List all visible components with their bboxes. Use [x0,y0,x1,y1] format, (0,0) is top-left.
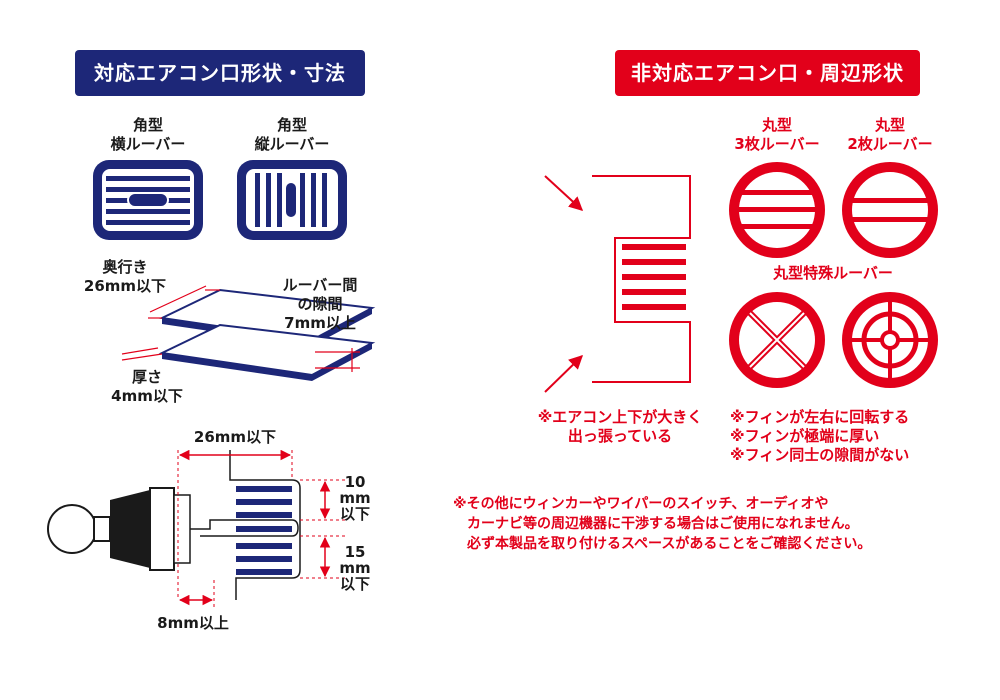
supported-shapes-header: 対応エアコン口形状・寸法 [75,50,365,96]
bottom-limit-label-2: mm [339,559,371,577]
side-limit-label: 8mm以上 [157,614,229,632]
round-2-label-2: 2枚ルーバー [847,135,933,153]
clip-side-view-illustration [47,449,345,610]
rect-vertical-label: 角型 縦ルーバー [242,116,342,154]
depth-label-1: 奥行き [102,258,148,276]
gap-label-3: 7mm以上 [284,314,356,332]
bottom-limit-label: 15 mm 以下 [332,544,378,592]
protrude-note-1: ※エアコン上下が大きく [537,408,703,426]
gap-label-2: の隙間 [297,295,343,313]
rect-horizontal-label-2: 横ルーバー [110,135,186,153]
protrude-note-2: 出っ張っている [567,427,673,445]
unsupported-shapes-header: 非対応エアコン口・周辺形状 [615,50,920,96]
rect-vertical-label-2: 縦ルーバー [254,135,330,153]
rect-horizontal-label-1: 角型 [132,116,163,134]
gap-label-1: ルーバー間 [282,276,358,294]
rect-vertical-louver-icon [237,160,347,240]
footer-note-1: ※その他にウィンカーやワイパーのスイッチ、オーディオや [453,496,829,512]
fins-note: ※フィンが左右に回転する ※フィンが極端に厚い ※フィン同士の隙間がない [730,408,960,465]
round-2-louver-icon [842,162,938,258]
rect-horizontal-louver-icon [93,160,203,240]
round-x-louver-icon [729,292,825,388]
bottom-limit-label-3: 以下 [339,575,370,593]
footer-note-3: 必ず本製品を取り付けるスペースがあることをご確認ください。 [467,536,872,552]
louver-plates-illustration [121,285,376,381]
top-limit-label-1: 10 [344,473,366,491]
top-limit-label-2: mm [339,489,371,507]
clip-depth-label: 26mm以下 [193,428,277,446]
fins-note-3: ※フィン同士の隙間がない [730,446,910,464]
fins-note-2: ※フィンが極端に厚い [730,427,880,445]
depth-label: 奥行き 26mm以下 [70,258,180,296]
top-limit-label-3: 以下 [339,505,370,523]
round-2-label: 丸型 2枚ルーバー [835,116,945,154]
depth-label-2: 26mm以下 [83,277,167,295]
rect-vertical-label-1: 角型 [276,116,307,134]
footer-note-2: カーナビ等の周辺機器に干渉する場合はご使用になれません。 [467,516,859,532]
fins-note-1: ※フィンが左右に回転する [730,408,910,426]
protruding-vent-illustration [544,175,691,393]
round-special-label: 丸型特殊ルーバー [773,264,893,282]
round-3-label: 丸型 3枚ルーバー [722,116,832,154]
rect-horizontal-label: 角型 横ルーバー [98,116,198,154]
gap-label: ルーバー間 の隙間 7mm以上 [265,276,375,333]
thickness-label-2: 4mm以下 [111,387,183,405]
top-limit-label: 10 mm 以下 [332,474,378,522]
bottom-limit-label-1: 15 [344,543,366,561]
round-3-label-2: 3枚ルーバー [734,135,820,153]
thickness-label: 厚さ 4mm以下 [102,368,192,406]
protrude-note: ※エアコン上下が大きく 出っ張っている [525,408,715,446]
thickness-label-1: 厚さ [131,368,162,386]
round-3-louver-icon [729,162,825,258]
footer-note: ※その他にウィンカーやワイパーのスイッチ、オーディオや カーナビ等の周辺機器に干… [453,494,973,554]
round-3-label-1: 丸型 [761,116,792,134]
round-concentric-louver-icon [842,292,938,388]
round-2-label-1: 丸型 [874,116,905,134]
